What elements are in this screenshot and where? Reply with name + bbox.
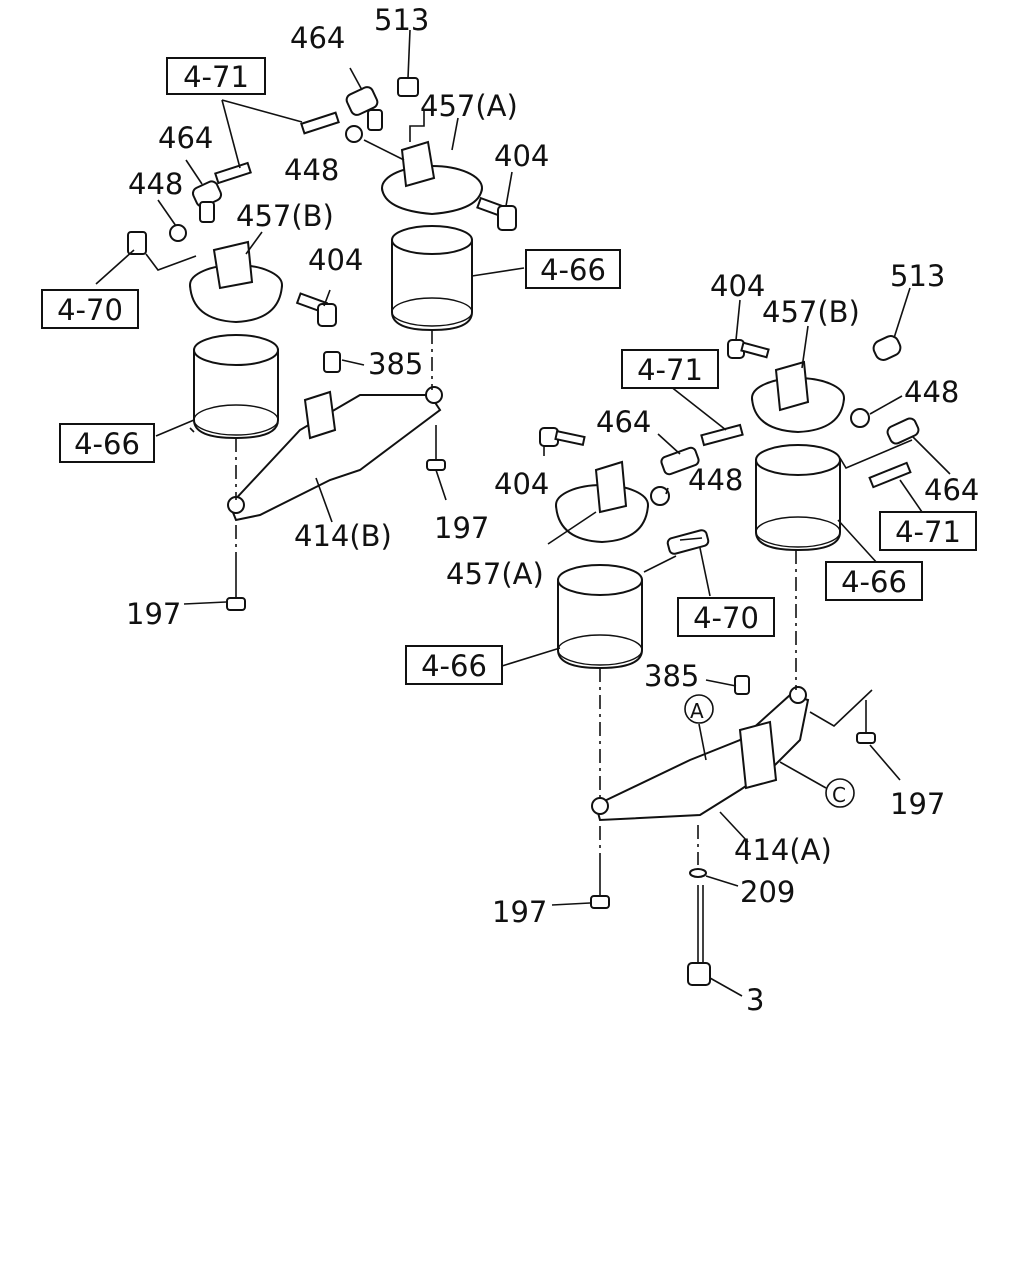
label-4-66: 4-66 <box>421 649 487 683</box>
label-513: 513 <box>374 3 429 37</box>
boxed-label-4-66-middle: 4-66 <box>405 645 503 685</box>
boxed-label-4-71-middle: 4-71 <box>621 349 719 389</box>
bolt-404-top <box>476 196 517 231</box>
label-4-71: 4-71 <box>183 60 249 94</box>
label-404: 404 <box>308 243 363 277</box>
nut-448-middle <box>650 486 670 506</box>
label-ref-a: A <box>690 699 704 723</box>
plug-513-right <box>872 335 902 361</box>
label-4-70: 4-70 <box>57 293 123 327</box>
boxed-label-4-71-right: 4-71 <box>879 511 977 551</box>
label-414a: 414(A) <box>734 833 832 867</box>
pipe-471-right <box>868 461 912 489</box>
bracket-414a <box>591 686 810 822</box>
plug-385-right <box>734 675 750 695</box>
pipe-471-top <box>300 111 340 135</box>
label-457b: 457(B) <box>762 295 860 329</box>
filter-element-right <box>755 444 841 552</box>
label-197: 197 <box>890 787 945 821</box>
label-448: 448 <box>284 153 339 187</box>
right-assembly <box>501 287 951 997</box>
bracket-414b <box>227 386 443 522</box>
bolt-197-left-bottom <box>226 560 246 611</box>
bolt-404-left <box>295 292 337 327</box>
boxed-label-4-66-top: 4-66 <box>525 249 621 289</box>
boxed-label-4-66-right: 4-66 <box>825 561 923 601</box>
washer-209 <box>689 868 707 878</box>
label-3: 3 <box>746 983 764 1017</box>
bolt-197-right-bottom <box>590 860 610 909</box>
bolt-3 <box>687 885 711 986</box>
bolt-197-left-right <box>426 425 446 471</box>
label-404: 404 <box>494 139 549 173</box>
ref-circle-a <box>684 694 714 724</box>
filter-element-left <box>193 334 279 440</box>
label-4-66: 4-66 <box>540 253 606 287</box>
label-4-71: 4-71 <box>895 515 961 549</box>
nut-448-right <box>850 408 870 428</box>
label-ref-c: C <box>832 783 846 807</box>
bolt-404-right-top <box>727 339 770 359</box>
label-464: 464 <box>290 21 345 55</box>
label-4-66: 4-66 <box>841 565 907 599</box>
label-513: 513 <box>890 259 945 293</box>
connector-464-middle <box>660 446 700 476</box>
bolt-197-right-top <box>856 700 876 744</box>
label-4-66: 4-66 <box>74 427 140 461</box>
connector-470-left <box>127 231 147 255</box>
plug-385-left <box>323 351 341 373</box>
label-414b: 414(B) <box>294 519 392 553</box>
boxed-label-4-66-left: 4-66 <box>59 423 155 463</box>
elbow-464-left <box>191 180 223 223</box>
boxed-label-4-70-left: 4-70 <box>41 289 139 329</box>
label-404: 404 <box>710 269 765 303</box>
label-209: 209 <box>740 875 795 909</box>
label-448: 448 <box>904 375 959 409</box>
label-448: 448 <box>128 167 183 201</box>
filter-head-457a-top <box>381 140 483 216</box>
pipe-471-left <box>214 161 252 185</box>
label-4-70: 4-70 <box>693 601 759 635</box>
bolt-404-middle <box>539 427 586 447</box>
label-457a: 457(A) <box>446 557 544 591</box>
pipe-471-middle <box>700 423 744 447</box>
boxed-label-4-71-top: 4-71 <box>166 57 266 95</box>
boxed-label-4-70-right: 4-70 <box>677 597 775 637</box>
filter-head-457b-right <box>751 360 845 434</box>
label-457a: 457(A) <box>420 89 518 123</box>
washer-448-top <box>345 125 363 143</box>
label-464: 464 <box>158 121 213 155</box>
label-464: 464 <box>596 405 651 439</box>
label-457b: 457(B) <box>236 199 334 233</box>
label-197: 197 <box>434 511 489 545</box>
label-404: 404 <box>494 467 549 501</box>
label-448: 448 <box>688 463 743 497</box>
label-464: 464 <box>924 473 979 507</box>
connector-464-right <box>886 417 920 445</box>
left-assembly <box>95 29 525 611</box>
filter-element-top-right <box>391 225 473 332</box>
plug-513-top <box>397 77 419 97</box>
label-197: 197 <box>492 895 547 929</box>
ref-circle-c <box>825 778 855 808</box>
washer-448-left <box>169 224 187 242</box>
label-385: 385 <box>368 347 423 381</box>
elbow-464-top <box>345 86 383 131</box>
filter-head-457b-left <box>189 240 283 324</box>
filter-element-middle <box>557 564 643 670</box>
label-4-71: 4-71 <box>637 353 703 387</box>
filter-head-457a-right <box>555 460 649 544</box>
connector-470-right <box>666 529 710 555</box>
label-197: 197 <box>126 597 181 631</box>
label-385: 385 <box>644 659 699 693</box>
